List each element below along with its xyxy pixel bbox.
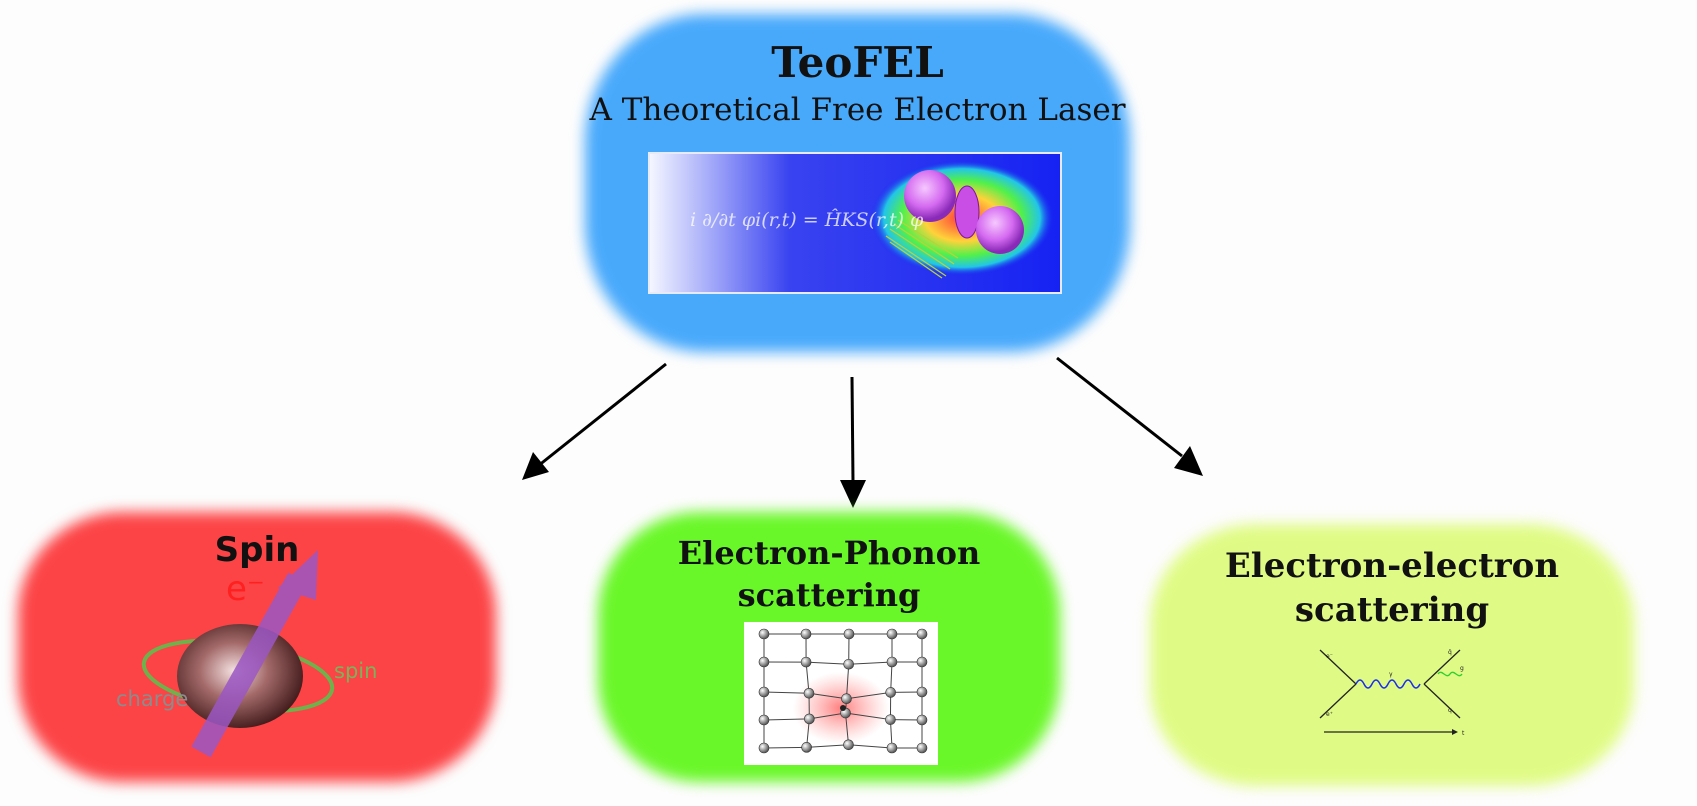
spin-arrow [191,550,318,758]
electron-label: e⁻ [226,569,265,609]
teofel-subtitle: A Theoretical Free Electron Laser [589,92,1126,128]
lattice-atom [800,656,812,668]
electron-phonon-title-line1: Electron-Phonon [677,534,981,572]
arrow-to-electron-electron [1056,356,1203,476]
spin-title: Spin [214,530,300,570]
lattice-bond [763,691,810,694]
lattice-atom [800,628,812,640]
lattice-atom [843,739,854,751]
lattice-atom [916,742,928,754]
lattice-atom [886,742,898,754]
teofel-title: TeoFEL [771,38,944,87]
electron-electron-node: Electron-electron scattering e⁻ e⁺ γ q̄ … [1150,524,1634,786]
label-e-plus: e⁺ [1326,711,1333,718]
fermion-out-bottom [1423,683,1461,719]
time-arrowhead [1452,729,1458,735]
electron-dot [840,705,846,711]
lattice-bond [846,691,891,700]
spin-illustration: e⁻ spin charge [116,550,377,758]
lattice-bond [845,712,891,721]
lattice-bond [763,718,810,721]
tddft-graphic: i ∂/∂t φi(r,t) = ĤKS(r,t) φ [690,160,1054,279]
label-e-minus: e⁻ [1326,653,1333,660]
lattice-atom [758,656,770,668]
lattice-bond [808,692,847,700]
orbital-lobe-left [904,170,956,222]
lattice-atom [885,714,896,725]
lattice-atoms [758,628,928,754]
lattice-atom [758,686,770,698]
tddft-simulation-image: i ∂/∂t φi(r,t) = ĤKS(r,t) φ [648,152,1062,294]
lattice-atom [758,742,770,754]
lattice-atom [916,714,928,726]
lattice-bond [809,712,846,720]
electron-electron-node-background [1150,524,1634,786]
kohn-sham-equation: i ∂/∂t φi(r,t) = ĤKS(r,t) φ [690,208,924,231]
lattice-atom [916,686,928,698]
lattice-bond [806,744,849,748]
electron-phonon-title: Electron-Phonon scattering [598,532,1060,616]
charge-label: charge [116,687,188,711]
electron-electron-title: Electron-electron scattering [1150,544,1634,632]
lattice-atom [804,713,815,725]
lattice-bond [845,664,850,699]
spin-label: spin [334,659,377,683]
lattice-atom [801,742,812,753]
photon-propagator [1355,679,1421,689]
orbital-ring [954,185,980,239]
phonon-lattice-image [744,622,938,765]
feynman-diagram: e⁻ e⁺ γ q̄ g q t [1319,649,1465,737]
teofel-node: TeoFEL A Theoretical Free Electron Laser [585,14,1130,352]
lattice-bond [848,661,893,665]
lattice-atom [758,714,770,726]
electron-phonon-node: Electron-Phonon scattering [598,512,1060,782]
lattice-atom [886,628,898,640]
lattice-bond [848,744,893,749]
lattice-atom [758,628,770,640]
fermion-in-top [1319,649,1357,685]
lattice-atom [916,628,928,640]
electron-phonon-title-line2: scattering [737,576,921,614]
arrow-to-electron-phonon [840,376,866,508]
label-q: q [1448,707,1452,714]
electron-electron-title-line2: scattering [1294,590,1490,630]
orbital-lobe-right [976,206,1024,254]
lattice-atom [843,658,855,670]
electron-electron-title-line1: Electron-electron [1224,546,1560,586]
lattice-atom [803,688,815,699]
lattice-bond [806,661,849,665]
lattice-atom [916,656,928,668]
lattice-atom [841,693,852,704]
lattice-atom [843,628,855,640]
arrow-to-spin [522,362,667,480]
lattice-bond [845,713,850,745]
label-g: g [1460,665,1464,672]
lattice-graphic [758,628,928,754]
fermion-in-bottom [1319,683,1357,719]
spin-node: Spin e⁻ spin charge [18,512,496,782]
label-gamma: γ [1389,671,1393,678]
label-t: t [1462,730,1465,737]
gluon-emission [1437,671,1463,677]
lattice-atom [886,656,898,668]
lattice-atom [885,687,896,698]
lattice-lines [885,219,959,279]
lattice-bond [763,746,807,749]
label-q-bar: q̄ [1448,649,1452,656]
fermion-out-top [1423,649,1461,685]
